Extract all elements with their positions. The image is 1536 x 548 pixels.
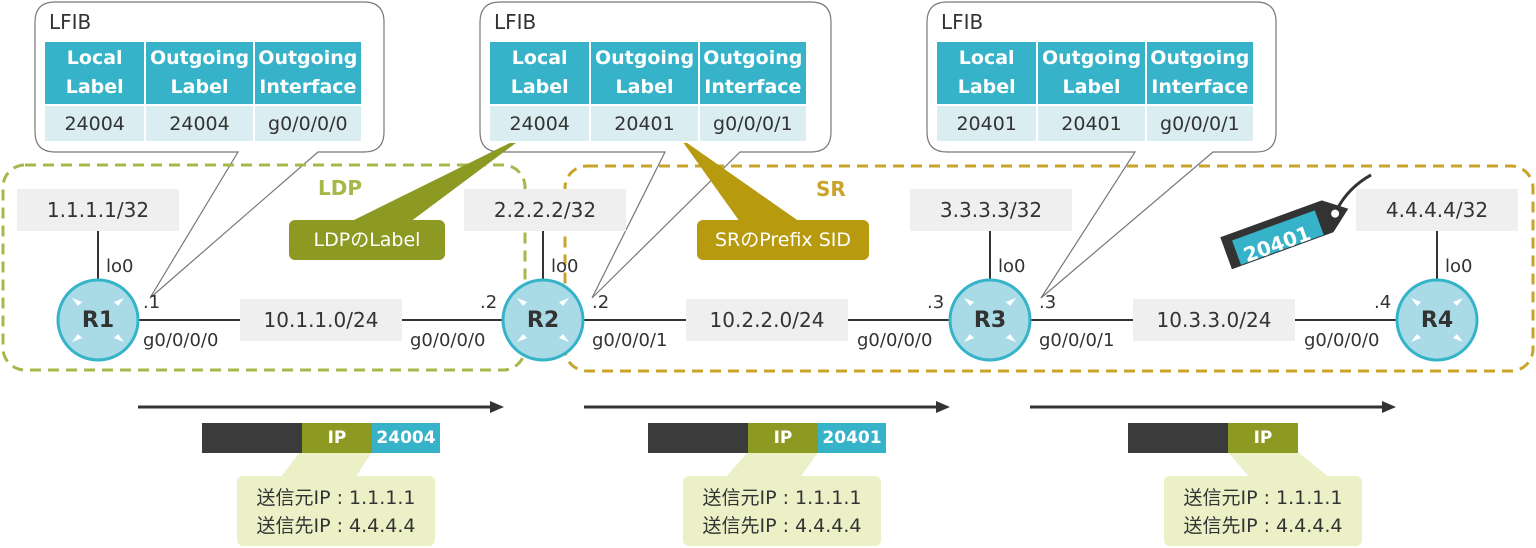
link3-right-host: .4 [1374, 292, 1392, 313]
r2-loopback: 2.2.2.2/32 [464, 189, 626, 231]
link2-subnet: 10.2.2.0/24 [686, 299, 848, 341]
cell-outgoing-interface: g0/0/0/1 [1144, 104, 1256, 143]
router-r1-icon [56, 278, 140, 362]
flow-arrow-3 [1030, 401, 1396, 413]
link1-left-host: .1 [143, 292, 161, 313]
router-r2-label: R2 [526, 308, 560, 333]
src-ip: 送信元IP : 1.1.1.1 [256, 487, 416, 509]
packet-ip-header: IP [302, 423, 372, 453]
packet-label: 20401 [818, 423, 886, 453]
dst-ip: 送信先IP : 4.4.4.4 [256, 515, 416, 537]
link1-right-if: g0/0/0/0 [410, 330, 486, 351]
cell-outgoing-label: 20401 [589, 104, 700, 143]
router-r4-icon [1395, 278, 1479, 362]
r3-lo-label: lo0 [998, 256, 1026, 277]
packet-3: IP [1128, 423, 1298, 453]
table-row: 24004 24004 g0/0/0/0 [42, 104, 364, 143]
sr-zone-title: SR [816, 177, 846, 201]
r1-loopback: 1.1.1.1/32 [17, 189, 179, 231]
packet-ip-header: IP [748, 423, 818, 453]
link3-left-if: g0/0/0/1 [1039, 330, 1115, 351]
lfib-title: LFIB [941, 10, 984, 34]
link3-left-host: .3 [1039, 292, 1057, 313]
lfib-table: Local Label Outgoing Label Outgoing Inte… [487, 40, 809, 143]
lfib-title: LFIB [49, 10, 92, 34]
lfib-title: LFIB [494, 10, 537, 34]
packet-2-info: 送信元IP : 1.1.1.1 送信先IP : 4.4.4.4 [683, 476, 881, 546]
cell-local-label: 24004 [487, 104, 592, 143]
link1-subnet: 10.1.1.0/24 [240, 299, 402, 341]
header-outgoing-interface: Outgoing Interface [1144, 40, 1256, 106]
dst-ip: 送信先IP : 4.4.4.4 [1183, 515, 1343, 537]
packet-payload [648, 423, 748, 453]
header-local-label: Local Label [934, 40, 1039, 106]
cell-local-label: 24004 [42, 104, 147, 143]
ldp-zone-title: LDP [318, 176, 363, 200]
cell-outgoing-label: 24004 [144, 104, 255, 143]
header-outgoing-label: Outgoing Label [589, 40, 700, 106]
src-ip: 送信元IP : 1.1.1.1 [1183, 487, 1343, 509]
cell-local-label: 20401 [934, 104, 1039, 143]
link2-left-host: .2 [592, 292, 610, 313]
packet-1-info: 送信元IP : 1.1.1.1 送信先IP : 4.4.4.4 [237, 476, 435, 546]
packet-2: IP 20401 [648, 423, 886, 453]
router-r2-icon [501, 278, 585, 362]
flow-arrow-1 [138, 401, 504, 413]
link2-right-if: g0/0/0/0 [857, 330, 933, 351]
src-ip: 送信元IP : 1.1.1.1 [702, 487, 862, 509]
link2-right-host: .3 [927, 292, 945, 313]
cell-outgoing-interface: g0/0/0/1 [697, 104, 809, 143]
cell-outgoing-label: 20401 [1036, 104, 1147, 143]
header-outgoing-interface: Outgoing Interface [697, 40, 809, 106]
packet-3-info: 送信元IP : 1.1.1.1 送信先IP : 4.4.4.4 [1164, 476, 1362, 546]
packet-1: IP 24004 [202, 423, 440, 453]
r4-loopback: 4.4.4.4/32 [1356, 189, 1518, 231]
lfib-table: Local Label Outgoing Label Outgoing Inte… [42, 40, 364, 143]
table-row: 20401 20401 g0/0/0/1 [934, 104, 1256, 143]
header-local-label: Local Label [487, 40, 592, 106]
cell-outgoing-interface: g0/0/0/0 [252, 104, 364, 143]
ldp-zone [1, 163, 527, 372]
r1-lo-label: lo0 [106, 256, 134, 277]
link2-left-if: g0/0/0/1 [592, 330, 668, 351]
router-r3-label: R3 [973, 308, 1007, 333]
r4-lo-label: lo0 [1445, 256, 1473, 277]
header-local-label: Local Label [42, 40, 147, 106]
packet-payload [1128, 423, 1228, 453]
r3-loopback: 3.3.3.3/32 [910, 189, 1072, 231]
header-outgoing-interface: Outgoing Interface [252, 40, 364, 106]
label-tag-icon [1220, 173, 1372, 270]
router-r1-label: R1 [81, 308, 115, 333]
header-outgoing-label: Outgoing Label [1036, 40, 1147, 106]
router-r3-icon [948, 278, 1032, 362]
packet-label: 24004 [372, 423, 440, 453]
ldp-callout-pointer [350, 134, 528, 222]
router-r4-label: R4 [1420, 308, 1454, 333]
ldp-label-callout: LDPのLabel [289, 220, 445, 260]
sr-prefix-sid-callout: SRのPrefix SID [697, 220, 869, 260]
r2-lo-label: lo0 [551, 256, 579, 277]
sr-callout-pointer [680, 138, 800, 222]
dst-ip: 送信先IP : 4.4.4.4 [702, 515, 862, 537]
link3-subnet: 10.3.3.0/24 [1133, 299, 1295, 341]
header-outgoing-label: Outgoing Label [144, 40, 255, 106]
packet-payload [202, 423, 302, 453]
lfib-table: Local Label Outgoing Label Outgoing Inte… [934, 40, 1256, 143]
flow-arrow-2 [584, 401, 950, 413]
link3-right-if: g0/0/0/0 [1304, 330, 1380, 351]
packet-ip-header: IP [1228, 423, 1298, 453]
table-row: 24004 20401 g0/0/0/1 [487, 104, 809, 143]
link1-left-if: g0/0/0/0 [143, 330, 219, 351]
link1-right-host: .2 [480, 292, 498, 313]
